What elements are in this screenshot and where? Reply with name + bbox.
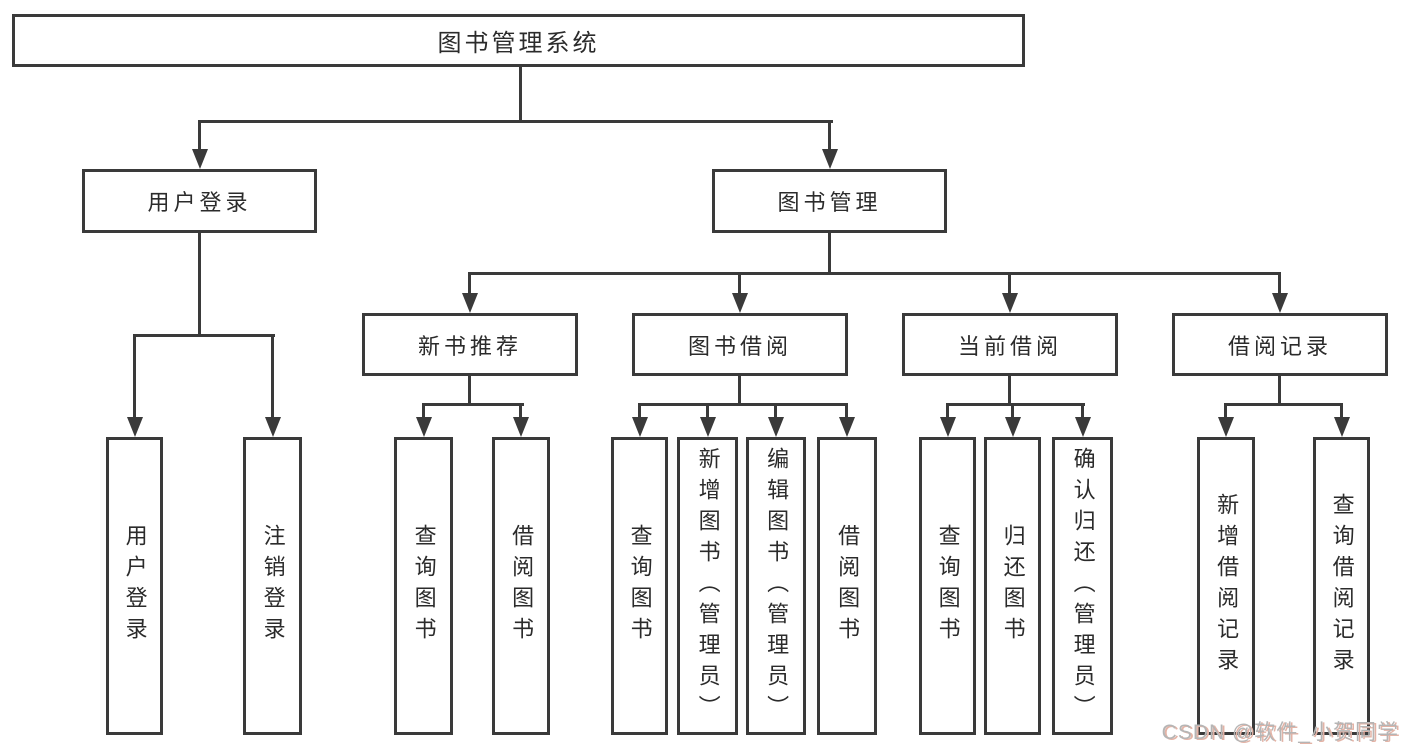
leaf-label: 注销登录 <box>260 524 286 648</box>
node-new-book-recommend: 新书推荐 <box>362 313 578 376</box>
connector-line <box>198 120 201 150</box>
connector-line <box>1278 272 1281 294</box>
arrow-down-icon <box>265 417 281 437</box>
connector-line <box>422 403 425 418</box>
leaf-return-books: 归还图书 <box>984 437 1041 735</box>
arrow-down-icon <box>1218 417 1234 437</box>
connector-line <box>1011 403 1014 418</box>
connector-line <box>706 403 709 418</box>
leaf-label: 用户登录 <box>122 524 148 648</box>
connector-line <box>1008 376 1011 406</box>
leaf-label: 新增借阅记录 <box>1214 493 1240 679</box>
leaf-query-books-current: 查询图书 <box>919 437 976 735</box>
leaf-query-books-borrow: 查询图书 <box>611 437 668 735</box>
leaf-label: 编辑图书（管理员） <box>764 446 790 726</box>
leaf-add-borrow-record: 新增借阅记录 <box>1197 437 1255 735</box>
connector-line <box>519 67 522 120</box>
arrow-down-icon <box>513 417 529 437</box>
connector-line <box>1081 403 1084 418</box>
leaf-label: 查询图书 <box>627 524 653 648</box>
connector-line <box>828 233 831 275</box>
arrow-down-icon <box>768 417 784 437</box>
connector-line <box>946 403 1085 406</box>
connector-line <box>198 120 833 123</box>
connector-line <box>738 272 741 294</box>
connector-line <box>738 376 741 406</box>
leaf-edit-books-admin: 编辑图书（管理员） <box>746 437 806 735</box>
node-user-login: 用户登录 <box>82 169 317 233</box>
connector-line <box>946 403 949 418</box>
arrow-down-icon <box>839 417 855 437</box>
connector-line <box>198 233 201 336</box>
connector-line <box>845 403 848 418</box>
connector-line <box>638 403 848 406</box>
connector-line <box>133 334 136 418</box>
leaf-query-borrow-record: 查询借阅记录 <box>1313 437 1370 735</box>
leaf-borrow-books-recommend: 借阅图书 <box>492 437 550 735</box>
arrow-down-icon <box>1002 293 1018 313</box>
node-borrow-records: 借阅记录 <box>1172 313 1388 376</box>
connector-line <box>519 403 522 418</box>
leaf-label: 借阅图书 <box>509 524 535 648</box>
arrow-down-icon <box>1005 417 1021 437</box>
connector-line <box>468 376 471 406</box>
leaf-borrow-books: 借阅图书 <box>817 437 877 735</box>
leaf-label: 查询图书 <box>935 524 961 648</box>
arrow-down-icon <box>1272 293 1288 313</box>
connector-line <box>468 272 471 294</box>
leaf-add-books-admin: 新增图书（管理员） <box>677 437 738 735</box>
connector-line <box>133 334 275 337</box>
arrow-down-icon <box>822 149 838 169</box>
connector-line <box>271 334 274 418</box>
arrow-down-icon <box>416 417 432 437</box>
arrow-down-icon <box>632 417 648 437</box>
connector-line <box>1340 403 1343 418</box>
arrow-down-icon <box>192 149 208 169</box>
connector-line <box>1224 403 1343 406</box>
csdn-watermark: CSDN @软件_小贺同学 <box>1161 721 1399 744</box>
leaf-label: 归还图书 <box>1000 524 1026 648</box>
leaf-confirm-return-admin: 确认归还（管理员） <box>1052 437 1113 735</box>
arrow-down-icon <box>1334 417 1350 437</box>
leaf-label: 确认归还（管理员） <box>1070 446 1096 726</box>
leaf-label: 新增图书（管理员） <box>695 446 721 726</box>
connector-line <box>468 272 1281 275</box>
leaf-logout: 注销登录 <box>243 437 302 735</box>
connector-line <box>774 403 777 418</box>
connector-line <box>1224 403 1227 418</box>
arrow-down-icon <box>462 293 478 313</box>
leaf-label: 查询借阅记录 <box>1329 493 1355 679</box>
connector-line <box>638 403 641 418</box>
arrow-down-icon <box>127 417 143 437</box>
connector-line <box>422 403 524 406</box>
node-book-management: 图书管理 <box>712 169 947 233</box>
leaf-label: 借阅图书 <box>835 524 861 648</box>
connector-line <box>1278 376 1281 406</box>
connector-line <box>828 120 831 150</box>
leaf-user-login: 用户登录 <box>106 437 163 735</box>
node-book-borrow: 图书借阅 <box>632 313 848 376</box>
node-library-management-system: 图书管理系统 <box>12 14 1025 67</box>
arrow-down-icon <box>940 417 956 437</box>
arrow-down-icon <box>1075 417 1091 437</box>
arrow-down-icon <box>732 293 748 313</box>
node-current-borrow: 当前借阅 <box>902 313 1118 376</box>
arrow-down-icon <box>700 417 716 437</box>
leaf-label: 查询图书 <box>411 524 437 648</box>
connector-line <box>1008 272 1011 294</box>
leaf-query-books-recommend: 查询图书 <box>394 437 453 735</box>
